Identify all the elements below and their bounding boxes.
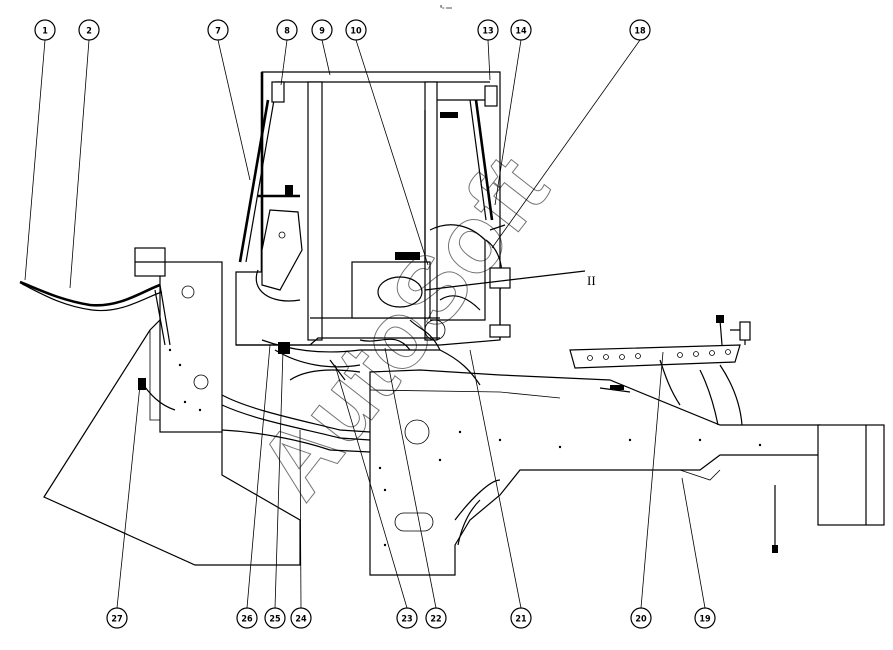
svg-text:22: 22 bbox=[430, 615, 441, 625]
left-harness bbox=[19, 280, 171, 346]
section-label: II bbox=[587, 273, 596, 288]
steering-column bbox=[255, 185, 303, 302]
callout-7: 7 bbox=[207, 19, 229, 41]
svg-text:20: 20 bbox=[635, 615, 647, 625]
section-reference: II bbox=[424, 270, 596, 291]
svg-text:21: 21 bbox=[515, 615, 527, 625]
svg-text:27: 27 bbox=[111, 615, 122, 625]
front-cable-drop bbox=[772, 485, 778, 553]
leader-lines bbox=[24, 39, 706, 609]
svg-text:25: 25 bbox=[269, 615, 281, 625]
header-mark: º₀ ₀₀₀ bbox=[440, 5, 452, 11]
callout-19: 19 bbox=[694, 607, 716, 629]
callout-26: 26 bbox=[236, 607, 258, 629]
cab-harness bbox=[261, 319, 481, 386]
svg-text:14: 14 bbox=[515, 27, 527, 37]
front-battery-box bbox=[817, 424, 885, 526]
callout-23: 23 bbox=[396, 607, 418, 629]
callout-10: 10 bbox=[345, 19, 367, 41]
mirror-right bbox=[484, 85, 498, 107]
svg-text:19: 19 bbox=[699, 615, 711, 625]
svg-text:7: 7 bbox=[215, 27, 221, 37]
mirror-left bbox=[271, 81, 285, 103]
callout-22: 22 bbox=[425, 607, 447, 629]
callout-13: 13 bbox=[477, 19, 499, 41]
callout-1: 1 bbox=[34, 19, 56, 41]
svg-text:18: 18 bbox=[634, 27, 646, 37]
main-chassis-beam bbox=[369, 369, 821, 576]
engine-hood-block bbox=[159, 261, 223, 433]
svg-text:9: 9 bbox=[319, 27, 325, 37]
callout-18: 18 bbox=[629, 19, 651, 41]
callout-25: 25 bbox=[264, 607, 286, 629]
svg-text:26: 26 bbox=[241, 615, 253, 625]
callout-9: 9 bbox=[311, 19, 333, 41]
callout-20: 20 bbox=[630, 607, 652, 629]
svg-text:8: 8 bbox=[284, 27, 290, 37]
seat bbox=[429, 224, 486, 321]
callout-24: 24 bbox=[290, 607, 312, 629]
svg-text:10: 10 bbox=[350, 27, 362, 37]
callout-27: 27 bbox=[106, 607, 128, 629]
callout-21: 21 bbox=[510, 607, 532, 629]
callout-8: 8 bbox=[276, 19, 298, 41]
connector-rail bbox=[569, 315, 751, 426]
svg-text:1: 1 bbox=[42, 27, 48, 37]
callout-14: 14 bbox=[510, 19, 532, 41]
control-box bbox=[351, 110, 458, 320]
svg-text:24: 24 bbox=[295, 615, 307, 625]
callout-2: 2 bbox=[78, 19, 100, 41]
svg-text:2: 2 bbox=[86, 27, 92, 37]
lower-harness bbox=[138, 369, 371, 453]
svg-text:23: 23 bbox=[401, 615, 412, 625]
svg-text:13: 13 bbox=[482, 27, 493, 37]
rear-right-harness bbox=[485, 224, 511, 340]
air-filter bbox=[134, 247, 166, 277]
